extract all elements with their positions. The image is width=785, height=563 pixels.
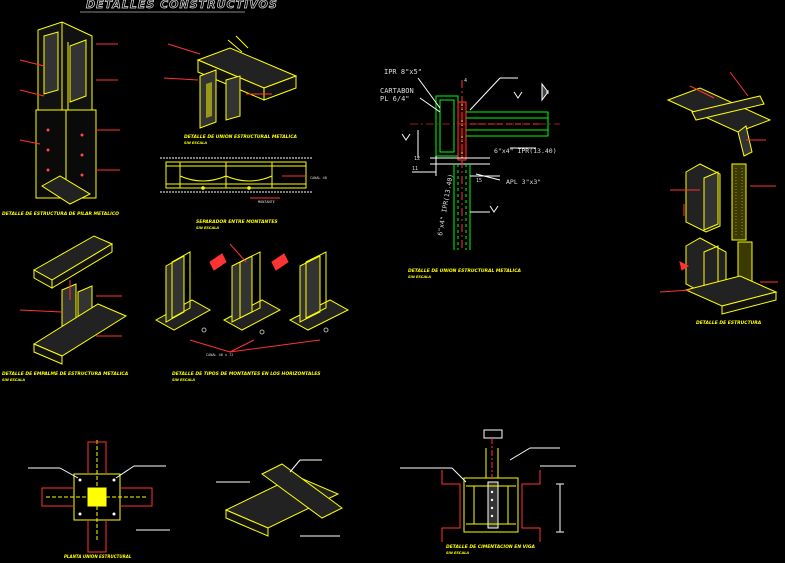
- bottom-beam-cross-detail: [216, 459, 343, 537]
- caption-empalme-scale: SIN ESCALA: [2, 378, 25, 382]
- cimentacion-detail: [400, 429, 576, 542]
- caption-union-scale: SIN ESCALA: [184, 141, 207, 145]
- tipos-montantes-detail: [154, 243, 350, 353]
- center-union-detail: [401, 77, 560, 250]
- estructura-detail: [659, 163, 778, 315]
- drawing-title: DETALLES CONSTRUCTIVOS: [86, 0, 278, 11]
- label-canal-a: CANAL 48: [310, 176, 327, 180]
- caption-empalme: DETALLE DE EMPALME DE ESTRUCTURA METALIC…: [2, 371, 129, 377]
- pillar-detail: [19, 21, 120, 205]
- caption-pilar: DETALLE DE ESTRUCTURA DE PILAR METALICO: [2, 211, 119, 217]
- label-num-12: 12: [414, 156, 420, 162]
- label-cartabon-1: CARTABON: [380, 87, 414, 95]
- caption-cimentacion-scale: SIN ESCALA: [446, 551, 469, 555]
- caption-separador: SEPARADOR ENTRE MONTANTES: [196, 219, 278, 225]
- label-apl: APL 3"x3": [506, 178, 541, 186]
- beam-cross-detail: [666, 71, 772, 157]
- separador-detail: [160, 157, 312, 199]
- planta-detail: [28, 440, 170, 553]
- label-canal-b: CANAL 48 x 72: [206, 353, 233, 357]
- label-num-b: B: [546, 90, 549, 96]
- caption-tipos-scale: SIN ESCALA: [172, 378, 195, 382]
- caption-center-scale: SIN ESCALA: [408, 275, 431, 279]
- label-montante: MONTANTE: [258, 200, 275, 204]
- label-cartabon-2: PL 6/4": [380, 95, 410, 103]
- caption-center: DETALLE DE UNION ESTRUCTURAL METALICA: [408, 268, 522, 274]
- label-num-15: 15: [476, 178, 482, 184]
- caption-separador-scale: SIN ESCALA: [196, 226, 219, 230]
- label-ipr-beam: 6"x4" IPR(13.40): [494, 147, 557, 155]
- label-num-11: 11: [412, 166, 418, 172]
- empalme-detail: [19, 235, 128, 365]
- caption-union: DETALLE DE UNION ESTRUCTURAL METALICA: [184, 134, 298, 140]
- caption-cimentacion: DETALLE DE CIMENTACION EN VIGA: [446, 544, 536, 550]
- caption-tipos: DETALLE DE TIPOS DE MONTANTES EN LOS HOR…: [172, 371, 321, 377]
- union-detail: [163, 35, 298, 129]
- caption-planta: PLANTA UNION ESTRUCTURAL: [64, 554, 132, 559]
- caption-estructura: DETALLE DE ESTRUCTURA: [696, 320, 762, 326]
- label-ipr-column: 6"x4" IPR(13.40): [436, 173, 455, 236]
- label-num-4: 4: [464, 78, 467, 84]
- label-ipr-top: IPR 8"x5": [384, 68, 422, 76]
